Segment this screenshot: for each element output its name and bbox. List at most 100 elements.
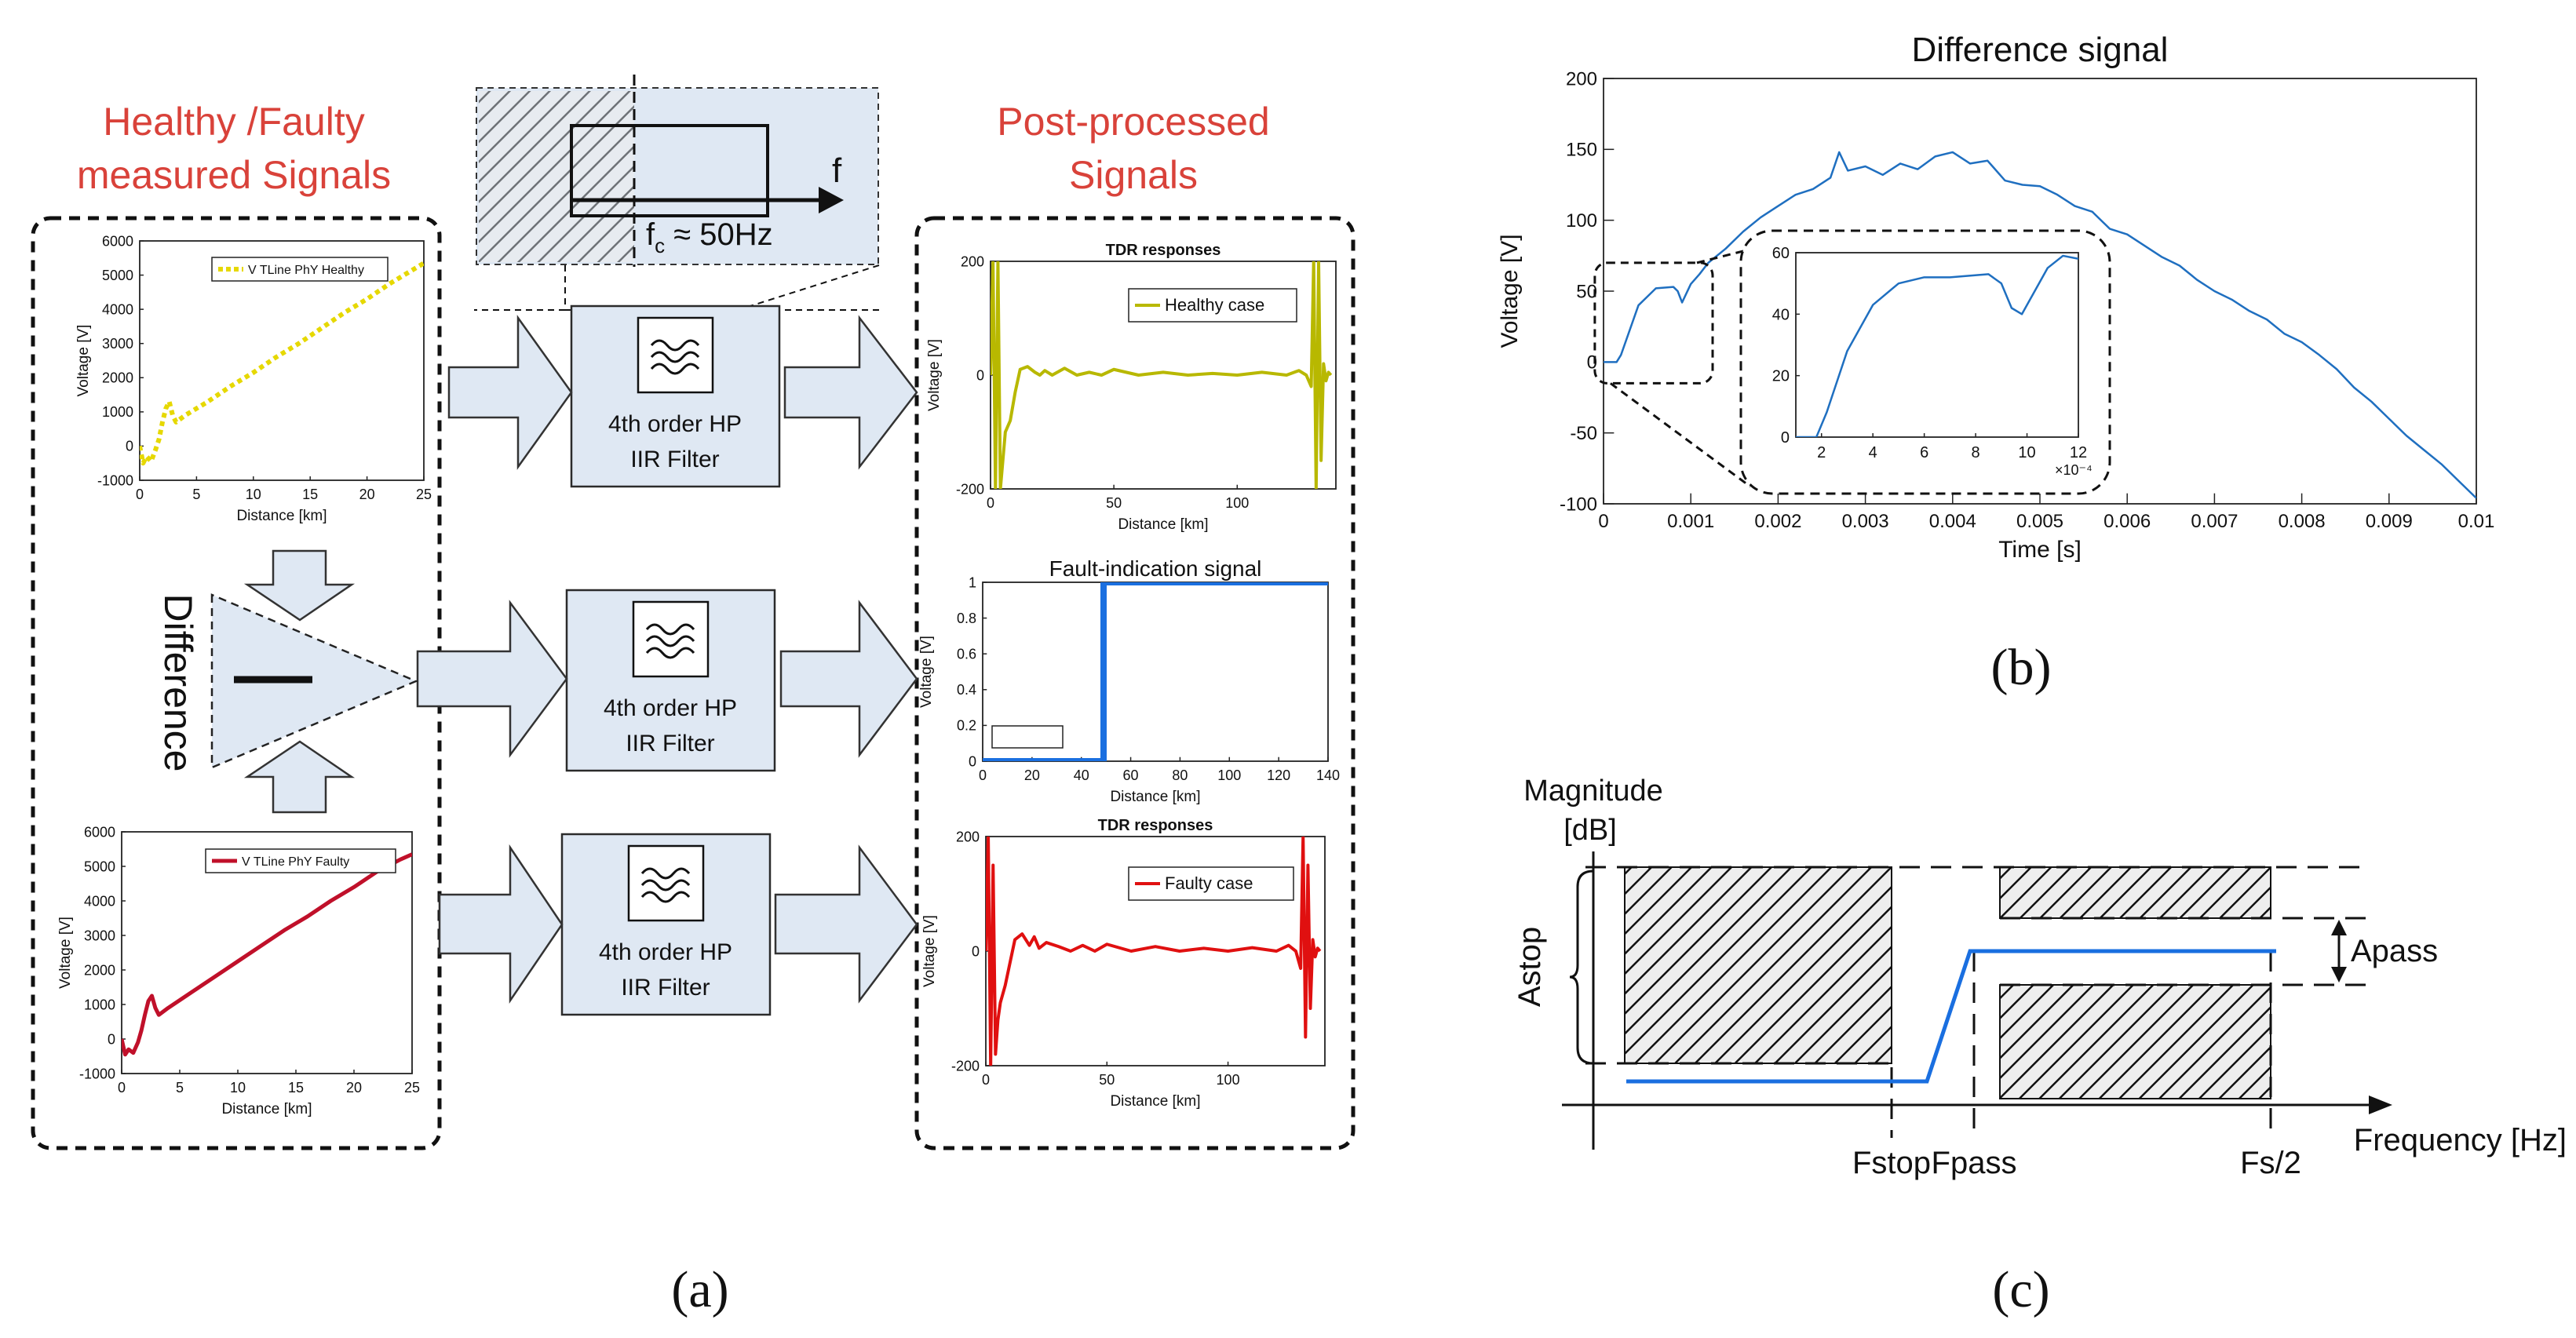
x-tick-label: 100 xyxy=(1217,767,1241,783)
y-tick-label: 60 xyxy=(1772,245,1790,262)
y-tick-label: 4000 xyxy=(102,301,133,317)
magnitude-label-line2: [dB] xyxy=(1563,814,1617,847)
filter-response-line xyxy=(1626,949,2276,1084)
arrow-down-icon xyxy=(243,549,356,622)
y-tick-label: 1000 xyxy=(102,404,133,420)
panel-c: Magnitude [dB] Astop Apass Fstop Fpass F… xyxy=(1512,775,2567,1318)
series-line xyxy=(986,837,1322,1066)
y-tick-label: 1000 xyxy=(84,997,115,1012)
y-tick-label: -200 xyxy=(951,1058,980,1074)
y-tick-label: 6000 xyxy=(102,233,133,249)
arrow-up-icon xyxy=(2331,920,2347,935)
arrow-up-icon xyxy=(243,740,356,814)
x-tick-label: 0.007 xyxy=(2191,511,2238,532)
y-tick-label: -1000 xyxy=(79,1066,115,1081)
y-tick-label: 0 xyxy=(1781,429,1790,447)
y-tick-label: 3000 xyxy=(102,336,133,352)
fs2-label: Fs/2 xyxy=(2240,1146,2301,1180)
y-axis-label: Voltage [V] xyxy=(57,917,74,989)
arrow-right-icon xyxy=(774,844,918,1004)
x-tick-label: 0.009 xyxy=(2366,511,2413,532)
arrow-right-icon xyxy=(438,844,564,1004)
filter-label-line1: 4th order HP xyxy=(608,411,742,437)
y-tick-label: -1000 xyxy=(97,472,133,488)
x-axis-label: Distance [km] xyxy=(1110,789,1200,805)
x-axis-arrow-icon xyxy=(2369,1096,2392,1114)
right-title-line2: Signals xyxy=(1069,153,1198,197)
arrow-right-icon xyxy=(447,315,573,470)
series-line xyxy=(983,582,1328,761)
y-tick-label: 2000 xyxy=(84,962,115,978)
y-tick-label: -50 xyxy=(1570,423,1597,444)
x-tick-label: 50 xyxy=(1106,495,1122,511)
y-tick-label: 0 xyxy=(969,753,976,769)
filter-symbol-icon xyxy=(640,867,691,903)
x-tick-label: 6 xyxy=(1920,444,1928,461)
y-tick-label: -200 xyxy=(956,481,984,497)
x-tick-label: 25 xyxy=(416,487,432,502)
difference-block: Difference xyxy=(156,593,419,772)
x-tick-label: 10 xyxy=(2018,444,2035,461)
x-axis-label: Time [s] xyxy=(1998,537,2082,563)
x-tick-label: 0 xyxy=(982,1072,990,1088)
x-multiplier: ×10⁻⁴ xyxy=(2055,462,2093,478)
series-line xyxy=(1604,151,2476,499)
legend-label: V TLine PhY Healthy xyxy=(248,264,364,277)
y-tick-label: 0 xyxy=(126,439,133,454)
x-tick-label: 0.001 xyxy=(1667,511,1714,532)
filter-label-line1: 4th order HP xyxy=(604,695,737,721)
y-axis-label: Voltage [V] xyxy=(75,325,92,397)
fpass-label: Fpass xyxy=(1932,1146,2017,1180)
x-tick-label: 0.006 xyxy=(2103,511,2151,532)
upper-passband-region xyxy=(1999,866,2271,919)
x-tick-label: 40 xyxy=(1074,767,1089,783)
x-tick-label: 100 xyxy=(1225,495,1249,511)
zoom-source-box xyxy=(1593,261,1714,385)
legend-label: V TLine PhY Faulty xyxy=(242,855,349,869)
x-axis-label: Distance [km] xyxy=(1118,516,1208,533)
x-tick-label: 12 xyxy=(2070,444,2087,461)
x-tick-label: 0 xyxy=(1598,511,1608,532)
x-tick-label: 100 xyxy=(1217,1072,1240,1088)
filter-inset: f fc ≈ 50Hz xyxy=(474,75,880,311)
y-tick-label: 100 xyxy=(1566,210,1597,232)
x-tick-label: 0.004 xyxy=(1929,511,1976,532)
x-tick-label: 60 xyxy=(1123,767,1139,783)
x-tick-label: 5 xyxy=(176,1080,184,1096)
legend: V TLine PhY Faulty xyxy=(205,848,396,873)
chart-title: TDR responses xyxy=(1098,817,1213,834)
arrow-right-icon xyxy=(783,315,918,470)
legend: V TLine PhY Healthy xyxy=(211,257,389,282)
x-tick-label: 0.005 xyxy=(2016,511,2063,532)
y-tick-label: 0.8 xyxy=(957,611,976,626)
apass-label: Apass xyxy=(2351,934,2438,968)
y-tick-label: 6000 xyxy=(84,824,115,840)
arrow-right-icon xyxy=(779,600,918,758)
x-tick-label: 20 xyxy=(346,1080,362,1096)
filter-box-top: 4th order HP IIR Filter xyxy=(570,304,781,488)
y-tick-label: 0 xyxy=(108,1031,115,1047)
inset-fc-label: fc ≈ 50Hz xyxy=(646,217,773,257)
stopband-hatch xyxy=(479,91,634,262)
left-title-line1: Healthy /Faulty xyxy=(103,100,364,144)
x-tick-label: 20 xyxy=(359,487,375,502)
lower-passband-region xyxy=(1999,984,2271,1099)
filter-box-bottom: 4th order HP IIR Filter xyxy=(560,833,772,1016)
frequency-label: Frequency [Hz] xyxy=(2354,1123,2567,1158)
y-tick-label: 0 xyxy=(972,943,980,959)
y-tick-label: 1 xyxy=(969,574,976,590)
difference-label: Difference xyxy=(156,594,200,772)
legend: Faulty case xyxy=(1128,866,1294,901)
y-tick-label: 150 xyxy=(1566,140,1597,161)
y-tick-label: 2000 xyxy=(102,370,133,386)
zoom-connector xyxy=(1609,382,1751,488)
x-tick-label: 8 xyxy=(1972,444,1980,461)
arrow-down-icon xyxy=(2331,967,2347,983)
filter-symbol-icon xyxy=(645,623,695,659)
caption-a: (a) xyxy=(671,1261,728,1318)
plot-area xyxy=(1795,252,2079,438)
x-tick-label: 10 xyxy=(246,487,261,502)
legend-label: Faulty case xyxy=(1165,873,1253,893)
